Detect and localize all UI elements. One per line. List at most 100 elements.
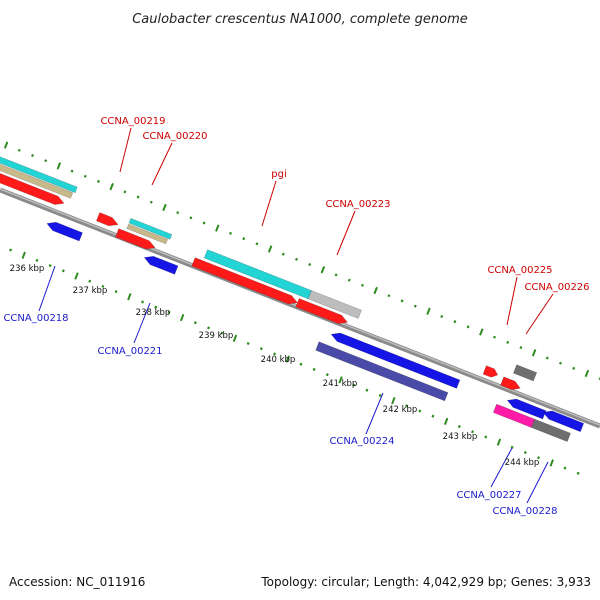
minor-tick [97, 179, 100, 183]
map-title: Caulobacter crescentus NA1000, complete … [132, 12, 468, 27]
leader-line [261, 180, 277, 227]
major-tick [21, 251, 26, 259]
inner-tick-ring [9, 248, 580, 475]
minor-tick [523, 450, 527, 455]
minor-tick [299, 362, 303, 366]
minor-tick [189, 216, 193, 220]
leader-line [490, 447, 513, 488]
minor-tick [537, 456, 541, 460]
minor-tick [176, 211, 180, 215]
major-tick [426, 307, 431, 315]
outer-tick-ring [3, 141, 600, 381]
minor-tick [202, 221, 206, 225]
kbp-tick-label: 236 kbp [10, 264, 45, 274]
kbp-tick-label: 240 kbp [261, 355, 296, 365]
gene-labels: CCNA_00219CCNA_00220pgiCCNA_00223CCNA_00… [3, 116, 589, 517]
minor-tick [154, 305, 158, 309]
gene-feature-dark-gray [513, 364, 538, 382]
minor-tick [70, 169, 74, 173]
gene-feature-red [500, 376, 521, 391]
minor-tick [246, 341, 250, 346]
minor-tick [48, 264, 52, 268]
accession-text: Accession: NC_011916 [9, 575, 145, 589]
major-tick [109, 183, 114, 191]
gene-feature-blue [143, 255, 179, 275]
minor-tick [506, 340, 510, 344]
kbp-tick-label: 244 kbp [505, 458, 540, 468]
gene-feature-blue [46, 221, 83, 242]
minor-tick [431, 414, 435, 418]
major-tick [320, 266, 326, 274]
major-tick [285, 355, 290, 363]
major-tick [496, 438, 502, 446]
minor-tick [325, 373, 329, 377]
gene-feature-red [96, 212, 119, 227]
leader-line [526, 461, 549, 504]
minor-tick [413, 304, 417, 308]
major-tick [3, 141, 9, 149]
minor-tick [229, 231, 232, 235]
minor-tick [61, 269, 65, 273]
major-tick [584, 369, 590, 378]
gene-label: pgi [271, 169, 286, 180]
major-tick [549, 459, 554, 467]
gene-label: CCNA_00224 [329, 436, 394, 447]
major-tick [267, 245, 273, 253]
gene-feature-tan [0, 163, 74, 199]
minor-tick [31, 154, 34, 157]
minor-tick [440, 314, 444, 318]
leader-line [151, 142, 173, 186]
minor-tick [242, 237, 246, 241]
minor-tick [352, 383, 356, 387]
minor-tick [88, 279, 92, 283]
major-tick [373, 286, 378, 295]
kbp-tick-label: 238 kbp [136, 308, 171, 318]
gene-label: CCNA_00227 [456, 490, 521, 501]
minor-tick [136, 195, 140, 199]
minor-tick [193, 321, 197, 325]
minor-tick [44, 159, 48, 163]
minor-tick [255, 242, 259, 246]
minor-tick [576, 471, 580, 475]
gene-feature-red [295, 298, 349, 324]
minor-tick [114, 290, 118, 294]
gene-label: CCNA_00228 [492, 506, 557, 517]
label-leader-lines [38, 127, 554, 504]
minor-tick [457, 424, 461, 429]
minor-tick [220, 331, 224, 335]
minor-tick [484, 435, 488, 439]
minor-tick [259, 347, 263, 351]
gene-feature-cyan [128, 218, 173, 240]
minor-tick [308, 263, 312, 267]
kbp-tick-label: 241 kbp [323, 379, 358, 389]
gene-feature-slate [315, 341, 449, 402]
kbp-tick-label: 237 kbp [73, 286, 108, 296]
gene-label: CCNA_00220 [142, 131, 207, 142]
leader-line [365, 392, 384, 435]
minor-tick [378, 393, 382, 397]
minor-tick [365, 388, 369, 392]
gene-feature-cyan [0, 156, 78, 194]
gene-feature-red [115, 228, 156, 250]
gene-label: CCNA_00226 [524, 282, 589, 293]
major-tick [479, 328, 484, 336]
minor-tick [493, 335, 496, 339]
minor-tick [519, 346, 523, 350]
gene-label: CCNA_00223 [325, 199, 390, 210]
minor-tick [83, 174, 87, 178]
leader-line [506, 276, 518, 326]
leader-line [119, 127, 132, 173]
major-tick [127, 293, 132, 301]
major-tick [232, 334, 238, 342]
leader-line [38, 265, 56, 312]
minor-tick [453, 320, 457, 324]
gene-feature-red [0, 172, 65, 205]
gene-feature-blue [330, 332, 461, 389]
gene-label: CCNA_00225 [487, 265, 552, 276]
minor-tick [418, 409, 422, 413]
major-tick [338, 376, 343, 384]
minor-tick [207, 326, 211, 330]
major-tick [391, 396, 396, 405]
